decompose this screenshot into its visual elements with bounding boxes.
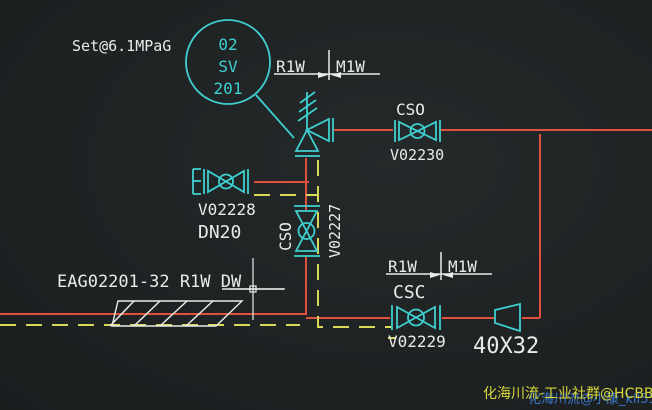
process-lines <box>0 129 652 319</box>
hatch-line <box>133 300 161 327</box>
arrow-right-icon <box>443 272 453 278</box>
safety-valve-symbol[interactable] <box>294 91 334 157</box>
tag-line2: SV <box>218 57 238 76</box>
reducer[interactable]: 40X32 <box>473 302 539 359</box>
valve-v02230[interactable]: CSO V02230 <box>390 100 444 164</box>
watermark-secondary: 化海川流@小康_kil55 <box>528 391 652 407</box>
tag-line1: 02 <box>218 35 237 54</box>
line-label-group[interactable]: EAG02201-32 R1W DW <box>57 272 284 327</box>
spec-break-bottom-right: M1W <box>448 257 477 276</box>
valve-v02228[interactable]: V02228 DN20 <box>192 168 256 243</box>
spec-break-bottom: R1W M1W <box>386 252 492 280</box>
valve-ball-icon <box>407 308 425 327</box>
sv-spring-2 <box>298 99 317 113</box>
reducer-label: 40X32 <box>473 334 539 359</box>
spec-break-bottom-left: R1W <box>388 257 417 276</box>
sv-body-inlet <box>294 128 320 152</box>
valve-ball-icon <box>218 173 234 190</box>
hatch-line <box>159 300 188 327</box>
hatch-line <box>185 300 214 327</box>
spec-break-top-left: R1W <box>276 57 305 76</box>
sv-spring-1 <box>299 91 316 104</box>
tracing-riser <box>317 160 392 328</box>
arrow-left-icon <box>318 72 328 78</box>
valve-tag: V02227 <box>326 204 344 258</box>
tag-bubble <box>185 19 271 105</box>
spec-break-top: R1W M1W <box>274 50 380 80</box>
watermark-primary: 化海川流-工业社群@HCBBS <box>483 386 652 402</box>
valve-v02229[interactable]: CSC V02229 <box>388 282 446 351</box>
arrow-left-icon <box>430 272 440 278</box>
reducer-icon <box>494 302 521 333</box>
tracing-lines <box>0 160 396 339</box>
valve-v02227[interactable]: CSO V02227 <box>276 204 344 258</box>
safety-valve-tag[interactable]: 02 SV 201 <box>185 19 295 139</box>
valve-tag: V02228 <box>198 200 256 219</box>
watermark: 化海川流@小康_kil55 化海川流-工业社群@HCBBS <box>483 386 652 407</box>
hatch-line <box>109 300 135 327</box>
arrow-right-icon <box>331 72 341 78</box>
valve-ball-icon <box>297 222 316 240</box>
cad-crosshair-cursor[interactable] <box>230 258 285 320</box>
tag-line3: 201 <box>214 79 243 98</box>
tag-leader-line <box>255 94 295 139</box>
valve-ball-icon <box>409 123 426 139</box>
valve-status: CSO <box>396 100 425 119</box>
valve-tag: V02229 <box>388 332 446 351</box>
valve-status: CSO <box>276 222 295 251</box>
valve-size: DN20 <box>198 222 241 243</box>
line-number-label: EAG02201-32 R1W DW <box>57 272 242 292</box>
sv-body-outlet <box>304 117 330 143</box>
valve-status: CSC <box>393 282 426 303</box>
valve-tag: V02230 <box>390 146 444 164</box>
sv-setpoint-label: Set@6.1MPaG <box>72 37 171 55</box>
cursor-pickbox <box>249 285 257 293</box>
sv-spring-3 <box>297 107 318 122</box>
spec-break-top-right: M1W <box>336 57 365 76</box>
slope-hatch-outline <box>111 300 244 327</box>
